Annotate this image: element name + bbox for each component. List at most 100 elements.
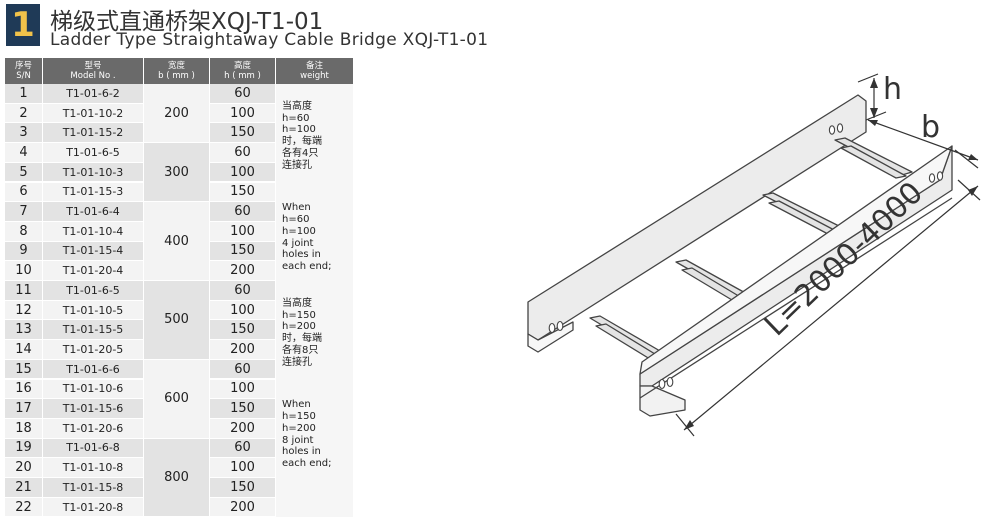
cell-model: T1-01-6-5 (43, 143, 144, 163)
cell-model: T1-01-6-5 (43, 281, 144, 301)
cell-model: T1-01-10-8 (43, 458, 144, 478)
cell-model: T1-01-20-6 (43, 418, 144, 439)
cell-sn: 6 (5, 182, 43, 203)
header-model-cn: 型号 (84, 61, 102, 71)
spec-table: 序号 S/N 型号 Model No . 宽度 b ( mm ) 高度 h ( … (5, 58, 353, 518)
cell-height: 150 (210, 320, 276, 341)
cell-height: 100 (210, 379, 276, 400)
cell-model: T1-01-10-6 (43, 379, 144, 400)
arrow (684, 420, 694, 430)
cell-model: T1-01-15-5 (43, 320, 144, 341)
cell-height: 100 (210, 221, 276, 242)
cell-height: 150 (210, 123, 276, 144)
cell-sn: 14 (5, 340, 43, 360)
joint-hole (836, 123, 844, 133)
rung (834, 137, 913, 176)
cell-height: 100 (210, 300, 276, 321)
cell-height: 200 (210, 497, 276, 518)
cell-model: T1-01-15-6 (43, 399, 144, 419)
dim-l-ext-left (675, 413, 695, 437)
cell-model: T1-01-15-8 (43, 478, 144, 498)
joint-hole (548, 322, 556, 334)
header-height: 高度 h ( mm ) (210, 58, 276, 84)
joint-hole (666, 376, 674, 388)
header-height-cn: 高度 (233, 61, 251, 71)
cell-model: T1-01-10-3 (43, 162, 144, 183)
cell-width-group: 200 (144, 84, 210, 144)
remark-note: 当高度 h=60 h=100 时，每端 各有4只 连接孔 (282, 100, 322, 171)
cell-sn: 10 (5, 261, 43, 281)
cell-sn: 16 (5, 379, 43, 400)
cell-sn: 9 (5, 241, 43, 262)
cell-height: 150 (210, 241, 276, 262)
header-width-en: b ( mm ) (158, 71, 195, 81)
header-width-cn: 宽度 (167, 61, 185, 71)
arrow (868, 120, 878, 126)
cell-sn: 20 (5, 458, 43, 478)
header-sn: 序号 S/N (5, 58, 43, 84)
cell-height: 100 (210, 103, 276, 124)
header-width: 宽度 b ( mm ) (144, 58, 210, 84)
cell-model: T1-01-15-4 (43, 241, 144, 262)
dimension-arrows (684, 78, 978, 430)
cell-height: 150 (210, 399, 276, 419)
cell-height: 200 (210, 340, 276, 360)
rung (840, 145, 907, 179)
cell-sn: 18 (5, 418, 43, 439)
cell-model: T1-01-10-2 (43, 103, 144, 124)
cell-height: 200 (210, 418, 276, 439)
cell-sn: 4 (5, 143, 43, 163)
section-number-badge: 1 (6, 4, 40, 46)
cell-sn: 2 (5, 103, 43, 124)
header-height-en: h ( mm ) (224, 71, 261, 81)
cell-height: 60 (210, 84, 276, 104)
front-rail-edge (639, 197, 953, 399)
cell-height: 60 (210, 281, 276, 301)
joint-holes (548, 123, 944, 390)
cell-model: T1-01-6-8 (43, 438, 144, 459)
remark-note: When h=150 h=200 8 joint holes in each e… (282, 399, 332, 470)
cell-width-group: 500 (144, 281, 210, 360)
cell-height: 150 (210, 478, 276, 498)
cell-model: T1-01-20-5 (43, 340, 144, 360)
cell-sn: 5 (5, 162, 43, 183)
cell-model: T1-01-10-4 (43, 221, 144, 242)
cell-sn: 17 (5, 399, 43, 419)
rung (768, 200, 839, 235)
cell-height: 200 (210, 261, 276, 281)
dim-b-ext (954, 149, 979, 169)
header-sn-cn: 序号 (14, 61, 32, 71)
cable-ladder-diagram (527, 73, 981, 437)
cell-model: T1-01-10-5 (43, 300, 144, 321)
joint-hole (936, 171, 944, 181)
arrow (968, 186, 978, 196)
rung (762, 192, 844, 232)
arrow (870, 108, 878, 118)
dimension-label-h: h (883, 72, 903, 107)
cell-model: T1-01-20-4 (43, 261, 144, 281)
header-remark: 备注 weight (276, 58, 353, 84)
dim-h-ext-top (857, 73, 879, 83)
cell-model: T1-01-20-8 (43, 497, 144, 518)
joint-hole (828, 125, 836, 135)
front-rail-flange (639, 385, 686, 417)
cell-model: T1-01-6-2 (43, 84, 144, 104)
cell-sn: 22 (5, 497, 43, 518)
cell-sn: 19 (5, 438, 43, 459)
joint-hole (556, 320, 564, 332)
table-header: 序号 S/N 型号 Model No . 宽度 b ( mm ) 高度 h ( … (5, 58, 353, 84)
